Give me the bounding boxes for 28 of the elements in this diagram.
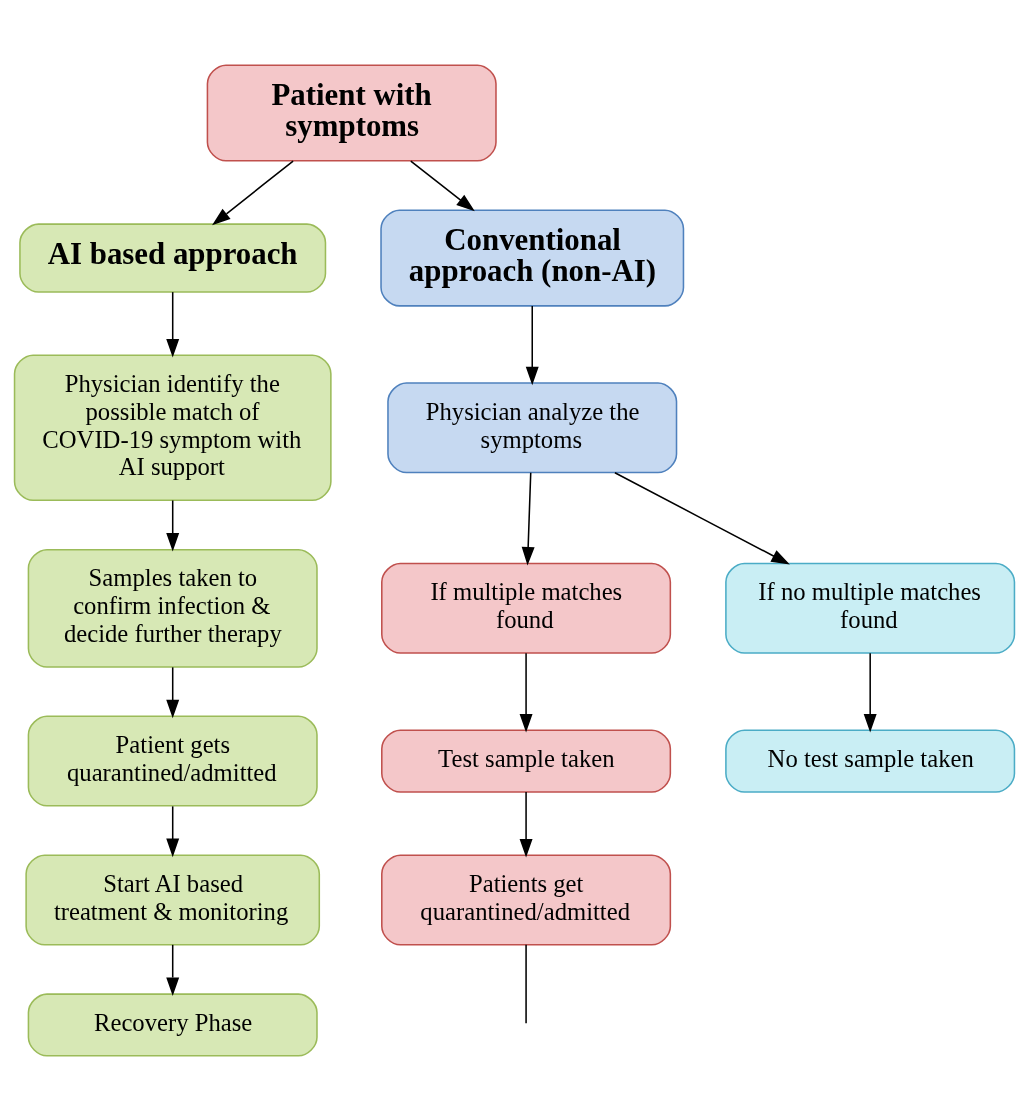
node-box: Test sample taken — [381, 728, 672, 793]
arrow — [166, 666, 180, 718]
arrow — [863, 651, 877, 732]
arrow — [166, 290, 180, 357]
node-box: Samples taken to confirm infection & decide further therapy — [27, 548, 318, 668]
connector — [525, 943, 527, 1024]
node-box: No test sample taken — [725, 728, 1016, 793]
arrow — [525, 304, 539, 385]
arrow — [519, 790, 533, 857]
arrow — [212, 159, 294, 225]
node-box: If no multiple matches found — [725, 562, 1016, 654]
node-box: Patient with symptoms — [206, 63, 497, 162]
arrow — [166, 499, 180, 552]
node-box: Recovery Phase — [27, 992, 318, 1057]
arrow — [166, 805, 180, 857]
node-box: Physician analyze the symptoms — [387, 381, 678, 473]
node-box: Conventional approach (non-AI) — [380, 208, 685, 307]
node-box: Patients get quarantined/admitted — [381, 853, 672, 945]
arrow — [166, 943, 180, 996]
node-box: If multiple matches found — [381, 562, 672, 654]
node-box: Start AI based treatment & monitoring — [25, 853, 321, 945]
node-box: Physician identify the possible match of COVID-19 symptom with AI support — [13, 354, 332, 501]
arrow — [614, 471, 790, 565]
arrow — [521, 471, 535, 566]
node-box: AI based approach — [19, 222, 327, 293]
arrow — [410, 159, 475, 211]
node-box: Patient gets quarantined/admitted — [27, 715, 318, 807]
arrow — [519, 651, 533, 732]
